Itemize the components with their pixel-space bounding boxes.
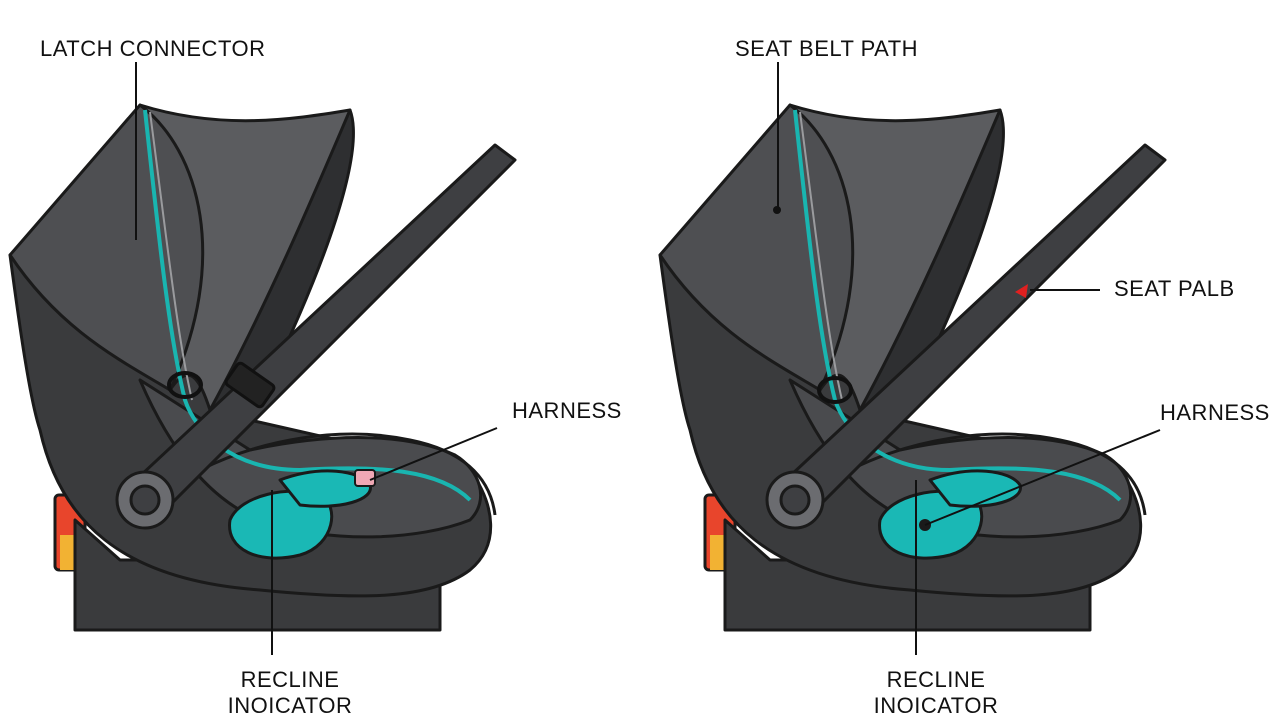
label-seat-palb: SEAT PALB [1114,276,1235,301]
buckle-icon [224,361,276,409]
right-car-seat [658,103,1167,632]
latch-loop-icon [167,371,203,399]
pointer-arrow-icon [1015,284,1028,298]
belt-path-loop-icon [817,376,853,404]
harness-tag-icon [354,469,376,487]
label-latch-connector: LATCH CONNECTOR [40,36,265,61]
label-seat-belt-path: SEAT BELT PATH [735,36,918,61]
left-car-seat [8,103,517,632]
leader-lines [135,62,1161,655]
label-right-harness: HARNESS [1160,400,1270,425]
label-right-recline-line1: RECLINE [887,667,986,692]
label-left-recline-line1: RECLINE [241,667,340,692]
label-left-harness: HARNESS [512,398,622,423]
label-right-recline-line2: INOICATOR [874,693,999,718]
label-left-recline-line2: INOICATOR [228,693,353,718]
